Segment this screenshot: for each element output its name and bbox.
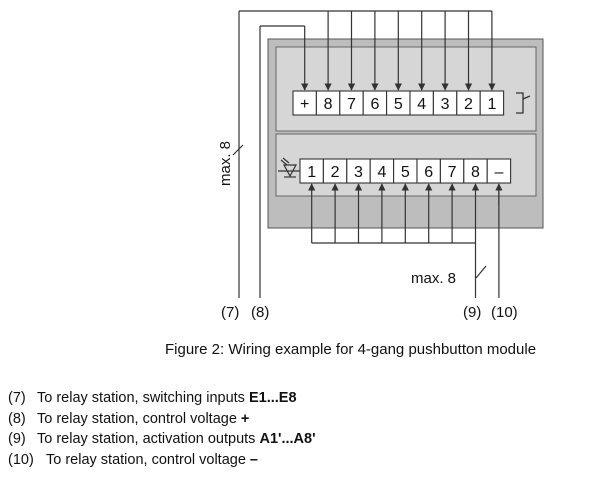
legend-bold-term: A1'...A8' [259, 431, 316, 447]
legend-item: (10) To relay station, control voltage – [8, 450, 316, 471]
bottom-terminal-label: 4 [377, 164, 386, 181]
legend-item: (8) To relay station, control voltage + [8, 409, 316, 430]
legend-text: To relay station, switching inputs [37, 390, 249, 406]
legend: (7) To relay station, switching inputs E1… [8, 388, 316, 470]
max-tick-right [475, 265, 487, 279]
bottom-terminal-label: 6 [424, 164, 433, 181]
bottom-terminal [486, 158, 512, 184]
contact-symbol [516, 92, 531, 114]
legend-bold-term: E1...E8 [248, 390, 297, 406]
legend-bold-term: + [240, 410, 250, 427]
bottom-terminal-label: 1 [307, 164, 316, 181]
top-terminal-label: 6 [370, 96, 379, 113]
legend-bold-term: – [249, 451, 258, 468]
top-terminal-label: 4 [417, 96, 426, 113]
bottom-terminal-label: 2 [331, 164, 340, 181]
legend-item: (7) To relay station, switching inputs E1… [8, 388, 316, 409]
legend-text: To relay station, control voltage [46, 451, 250, 468]
legend-number: (8) [8, 410, 26, 427]
top-terminal-label: + [300, 96, 309, 113]
top-terminal-label: 7 [347, 96, 356, 113]
legend-text: To relay station, activation outputs [37, 431, 260, 447]
legend-text: To relay station, control voltage [37, 410, 241, 427]
legend-item: (9)To relay station, activation outputs … [8, 429, 316, 450]
top-terminal-label: 2 [464, 96, 473, 113]
max-label-left: max. 8 [217, 141, 234, 186]
figure-caption: Figure 2: Wiring example for 4-gang push… [165, 341, 537, 358]
wires [238, 10, 503, 298]
top-terminal-label: 3 [441, 96, 450, 113]
wire-label-9: (9) [463, 304, 481, 321]
top-terminal [479, 90, 505, 116]
bottom-terminal-label: 3 [354, 164, 363, 181]
max-tick-left [232, 144, 244, 156]
bottom-terminal-label: 8 [471, 164, 480, 181]
bottom-terminal-label: 5 [401, 164, 410, 181]
max-label-right: max. 8 [411, 270, 456, 287]
wire-label-10: (10) [491, 304, 518, 321]
bottom-terminal-label: – [494, 164, 503, 181]
legend-number: (9) [8, 431, 26, 447]
top-terminal-label: 8 [324, 96, 333, 113]
top-terminal-label: 1 [487, 96, 496, 113]
wire-label-8: (8) [251, 304, 269, 321]
led-diode-icon [278, 157, 300, 178]
bottom-terminal-label: 7 [448, 164, 457, 181]
module-upper-panel [275, 46, 537, 132]
wire-label-7: (7) [221, 304, 239, 321]
legend-number: (7) [8, 390, 26, 406]
legend-number: (10) [8, 451, 34, 468]
top-terminal-label: 5 [394, 96, 403, 113]
